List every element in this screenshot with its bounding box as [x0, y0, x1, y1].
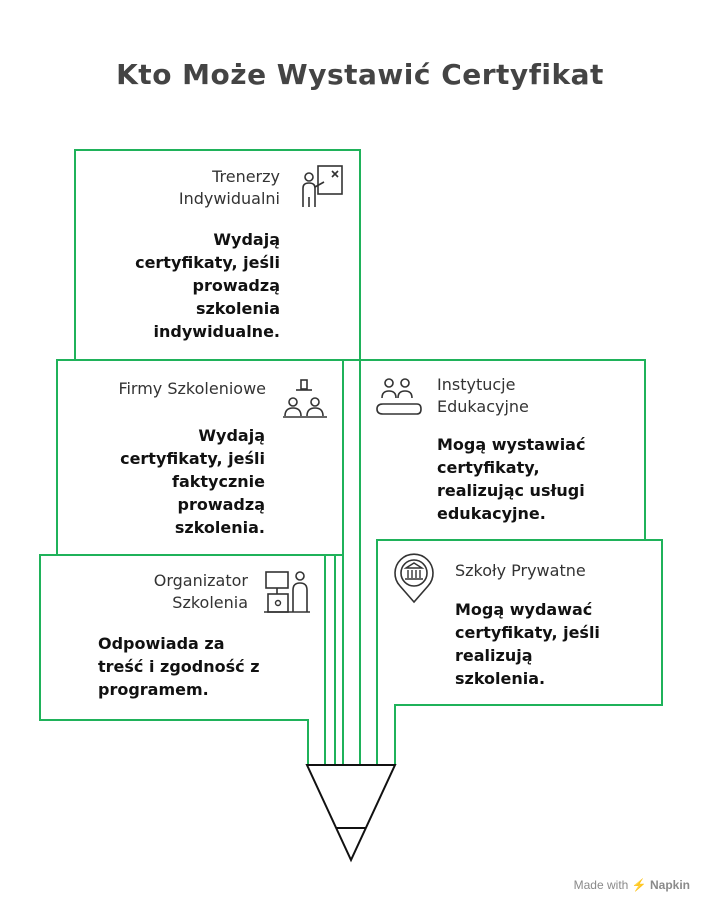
institutions-label: Instytucje Edukacyjne — [437, 375, 529, 416]
organizer-podium-icon — [264, 571, 310, 613]
organizer-description: Odpowiada za treść i zgodność z programe… — [98, 634, 260, 699]
trainers-description: Wydają certyfikaty, jeśli prowadzą szkol… — [135, 230, 280, 341]
school-location-icon — [394, 553, 434, 604]
card-training-firms-outline — [56, 359, 344, 764]
training-firms-label: Firmy Szkoleniowe — [118, 379, 266, 398]
presenter-board-icon — [302, 165, 343, 207]
footer-credit: Made with ⚡ Napkin — [574, 878, 690, 892]
private-schools-label: Szkoły Prywatne — [455, 561, 586, 580]
institutions-description: Mogą wystawiać certyfikaty, realizując u… — [437, 435, 586, 523]
group-people-icon — [376, 378, 422, 415]
card-organizer-outline — [39, 554, 326, 764]
napkin-brand: Napkin — [649, 878, 690, 892]
pencil-tip — [305, 764, 397, 863]
private-schools-description: Mogą wydawać certyfikaty, jeśli realizuj… — [455, 600, 600, 688]
training-firms-description: Wydają certyfikaty, jeśli faktycznie pro… — [120, 426, 265, 537]
card-private-schools-outline — [376, 539, 663, 764]
trainers-label: Trenerzy Indywidualni — [178, 167, 280, 208]
made-with-text: Made with — [573, 878, 629, 892]
page-title: Kto Może Wystawić Certyfikat — [116, 58, 604, 91]
classroom-icon — [283, 379, 327, 418]
napkin-logo-icon: ⚡ — [631, 878, 647, 892]
organizer-label: Organizator Szkolenia — [153, 571, 248, 612]
